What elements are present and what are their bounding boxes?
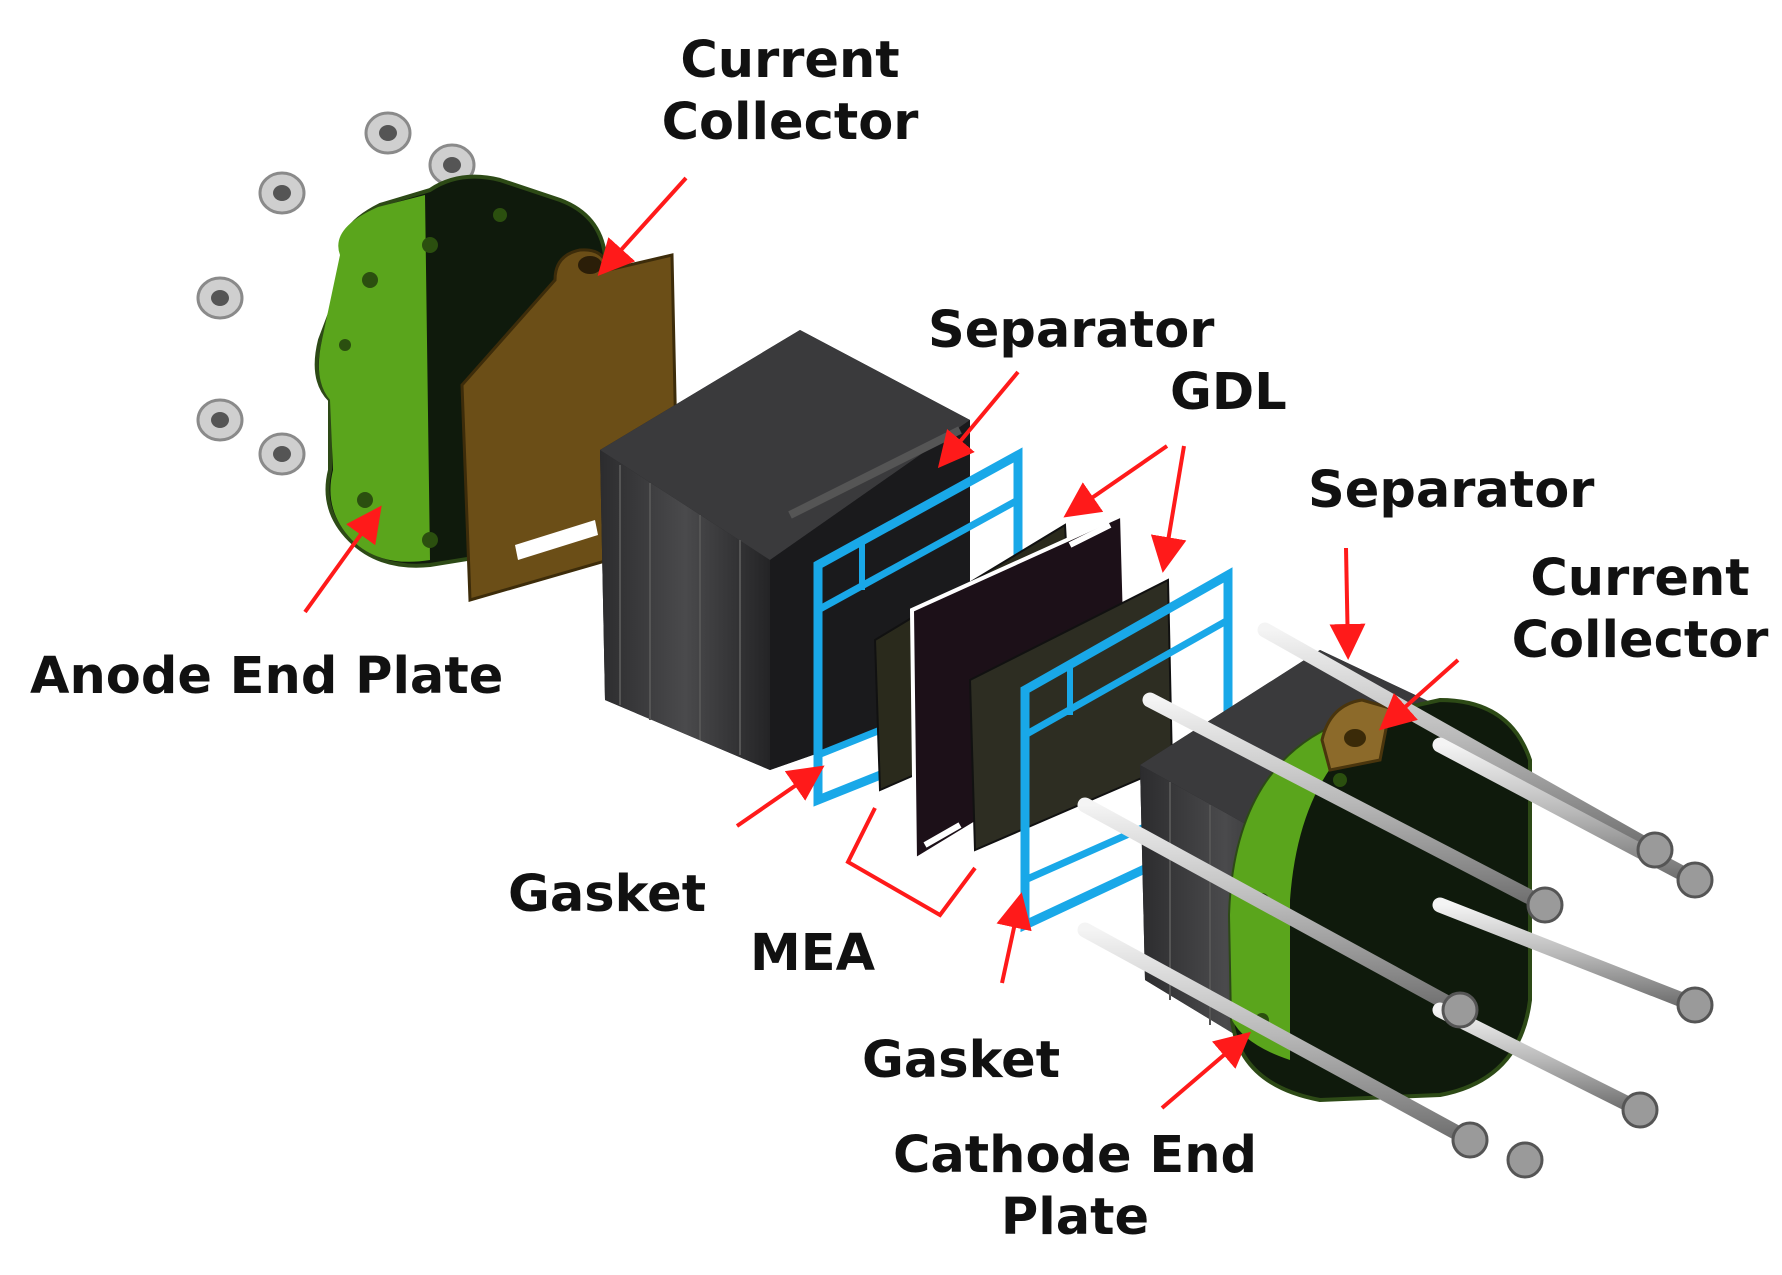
arrow-current-collector-top	[597, 176, 688, 276]
arrow-anode-end-plate	[303, 505, 382, 614]
label-cathode-end-plate: Cathode End Plate	[890, 1125, 1260, 1249]
label-separator-right: Separator	[1308, 461, 1595, 520]
label-separator-top: Separator	[928, 301, 1215, 360]
arrow-cathode-end-plate	[1160, 1031, 1252, 1110]
arrow-gdl-1	[1063, 444, 1169, 518]
arrow-current-collector-right	[1379, 658, 1460, 731]
label-current-collector-right-line1: Current	[1530, 549, 1750, 608]
label-current-collector-right: Current Collector	[1510, 548, 1770, 672]
label-current-collector-top-line1: Current	[680, 31, 900, 90]
label-cathode-end-plate-line2: Plate	[1000, 1188, 1150, 1247]
nuts	[196, 111, 476, 476]
cathode-current-collector	[1320, 698, 1392, 772]
label-gasket-bottom: Gasket	[862, 1031, 1061, 1090]
bracket-mea	[845, 807, 977, 918]
tie-rods	[1077, 622, 1714, 1179]
arrow-gasket-bottom	[996, 892, 1032, 984]
label-current-collector-top-line2: Collector	[661, 93, 919, 152]
label-gasket-left: Gasket	[508, 865, 707, 924]
label-gdl: GDL	[1170, 363, 1287, 422]
arrow-gdl-2	[1150, 445, 1187, 573]
label-cathode-end-plate-line1: Cathode End	[892, 1126, 1258, 1185]
label-current-collector-top: Current Collector	[660, 30, 920, 154]
label-mea: MEA	[750, 924, 876, 983]
arrow-gasket-left	[735, 765, 825, 828]
label-anode-end-plate: Anode End Plate	[30, 647, 504, 706]
arrow-separator-top	[937, 370, 1020, 469]
label-current-collector-right-line2: Collector	[1511, 611, 1769, 670]
annotation-arrows	[303, 176, 1460, 1110]
arrow-separator-right	[1329, 547, 1366, 660]
